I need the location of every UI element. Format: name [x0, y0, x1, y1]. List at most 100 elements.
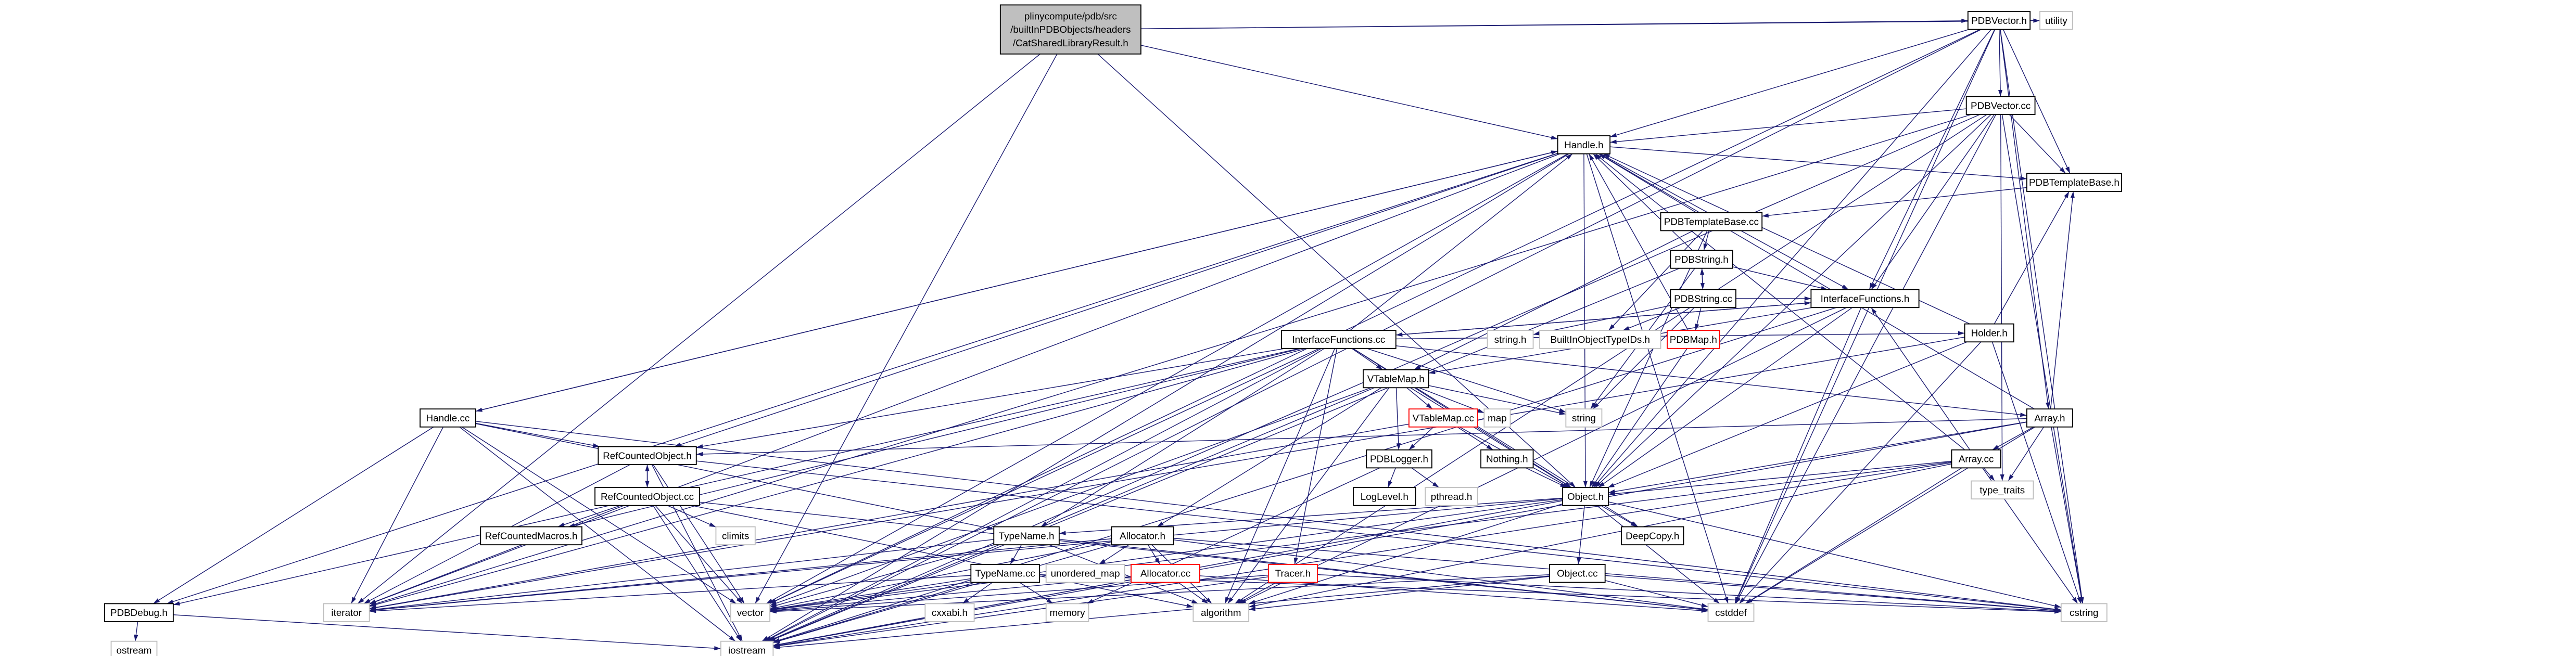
node-label: cxxabi.h	[932, 607, 968, 618]
node-label: utility	[2045, 15, 2067, 26]
node-allocator-h[interactable]: Allocator.h	[1111, 526, 1174, 546]
node-object-h[interactable]: Object.h	[1562, 487, 1609, 506]
node-box	[1487, 330, 1534, 349]
node-refcountedobject-h[interactable]: RefCountedObject.h	[598, 446, 697, 466]
node-label: PDBString.cc	[1674, 293, 1732, 304]
arrowhead-icon	[369, 599, 376, 604]
node-typename-cc[interactable]: TypeName.cc	[970, 563, 1040, 583]
node-pdbmap-h[interactable]: PDBMap.h	[1667, 330, 1720, 349]
node-label: string.h	[1494, 334, 1527, 345]
node-handle-h[interactable]: Handle.h	[1557, 135, 1611, 155]
arrowhead-icon	[1589, 153, 1594, 161]
edge-InterfaceFunctions_cc-to-Array_h	[1395, 345, 2027, 416]
node-cstring[interactable]: cstring	[2060, 603, 2108, 622]
node-array-cc[interactable]: Array.cc	[1951, 449, 2001, 469]
node-ostream[interactable]: ostream	[110, 640, 158, 656]
node-cstddef[interactable]: cstddef	[1707, 603, 1755, 622]
node-memory[interactable]: memory	[1045, 603, 1089, 622]
node-string-h[interactable]: string.h	[1487, 330, 1534, 349]
node-label: Array.cc	[1959, 454, 1994, 465]
node-nothing-h[interactable]: Nothing.h	[1480, 449, 1534, 469]
node-climits[interactable]: climits	[715, 526, 756, 546]
node-pthread-h[interactable]: pthread.h	[1425, 487, 1478, 506]
node-deepcopy-h[interactable]: DeepCopy.h	[1621, 526, 1684, 546]
edge-PDBString_cc-to-string_h	[1533, 305, 1671, 335]
node-interfacefunctions-h[interactable]: InterfaceFunctions.h	[1810, 289, 1920, 308]
node-label: LogLevel.h	[1361, 491, 1408, 502]
node-holder-h[interactable]: Holder.h	[1964, 323, 2014, 343]
node-refcountedobject-cc[interactable]: RefCountedObject.cc	[594, 487, 700, 506]
arrowhead-icon	[1608, 324, 1615, 331]
arrowhead-icon	[735, 634, 741, 641]
node-vector[interactable]: vector	[730, 603, 770, 622]
node-array-h[interactable]: Array.h	[2026, 408, 2073, 428]
node-allocator-cc[interactable]: Allocator.cc	[1131, 563, 1200, 583]
node-box	[1971, 480, 2034, 500]
edge-Array_cc-to-Object_h	[1608, 460, 1952, 495]
arrowhead-icon	[358, 598, 364, 604]
edge-PDBTemplateBase_cc-to-Object_h	[1589, 230, 1708, 488]
edge-PDBTemplateBase_cc-to-Handle_h	[1598, 153, 1697, 213]
node-typename-h[interactable]: TypeName.h	[993, 526, 1060, 546]
edge-VTableMap_cc-to-Nothing_h	[1457, 427, 1493, 451]
edge-RefCountedObject_cc-to-RefCountedMacros_h	[557, 505, 621, 528]
node-unordered-map[interactable]: unordered_map	[1045, 563, 1125, 583]
node-label: iostream	[728, 645, 766, 655]
node-label: string	[1572, 413, 1596, 423]
arrowhead-icon	[773, 639, 780, 643]
node-pdbstring-cc[interactable]: PDBString.cc	[1670, 289, 1736, 308]
node-refcountedmacros-h[interactable]: RefCountedMacros.h	[480, 526, 582, 546]
node-iostream[interactable]: iostream	[720, 640, 774, 656]
node-algorithm[interactable]: algorithm	[1192, 603, 1250, 622]
node-vtablemap-h[interactable]: VTableMap.h	[1363, 369, 1429, 389]
arrowhead-icon	[2054, 603, 2061, 608]
node-object-cc[interactable]: Object.cc	[1549, 563, 1606, 583]
node-string[interactable]: string	[1565, 408, 1603, 428]
node-cxxabi-h[interactable]: cxxabi.h	[924, 603, 975, 622]
node-utility[interactable]: utility	[2039, 11, 2073, 30]
arrowhead-icon	[1046, 598, 1054, 604]
arrowhead-icon	[770, 608, 777, 613]
node-pdbtemplatebase-cc[interactable]: PDBTemplateBase.cc	[1660, 212, 1763, 231]
node-tracer-h[interactable]: Tracer.h	[1267, 563, 1318, 583]
edge-PDBVector_cc-to-type_traits	[2000, 114, 2003, 481]
edge-PDBString_h-to-InterfaceFunctions_h	[1732, 266, 1828, 290]
arrowhead-icon	[1701, 608, 1708, 613]
node-box	[323, 603, 370, 622]
arrowhead-icon	[1591, 481, 1597, 488]
node-iterator[interactable]: iterator	[323, 603, 370, 622]
edge-Handle_h-to-PDBTemplateBase_h	[1610, 146, 2027, 179]
node-box	[2060, 603, 2108, 622]
arrowhead-icon	[1608, 491, 1615, 496]
node-label: InterfaceFunctions.h	[1821, 293, 1910, 304]
node-pdblogger-h[interactable]: PDBLogger.h	[1366, 449, 1432, 469]
node-label: Handle.h	[1564, 139, 1603, 150]
node-handle-cc[interactable]: Handle.cc	[420, 408, 476, 428]
node-pdbtemplatebase-h[interactable]: PDBTemplateBase.h	[2026, 173, 2122, 192]
node-interfacefunctions-cc[interactable]: InterfaceFunctions.cc	[1280, 330, 1397, 349]
edge-Object_h-to-cstring	[1608, 501, 2061, 608]
edge-Object_h-to-vector	[769, 499, 1563, 611]
node-loglevel-h[interactable]: LogLevel.h	[1353, 487, 1416, 506]
node-pdbvector-cc[interactable]: PDBVector.cc	[1965, 96, 2036, 115]
node-label: unordered_map	[1051, 568, 1120, 580]
node-map[interactable]: map	[1483, 408, 1511, 428]
edge-TypeName_h-to-iterator	[369, 539, 994, 611]
node-root[interactable]: plinycompute/pdb/src/builtInPDBObjects/h…	[999, 4, 1141, 55]
node-builtinobjecttypeids-h[interactable]: BuiltInObjectTypeIDs.h	[1539, 330, 1661, 349]
edge-PDBMap_h-to-Object_h	[1591, 348, 1687, 488]
node-box	[1964, 323, 2014, 343]
node-box	[2039, 11, 2073, 30]
node-pdbvector-h[interactable]: PDBVector.h	[1967, 11, 2031, 30]
edge-Handle_cc-to-TypeName_h	[475, 423, 994, 530]
node-label: BuiltInObjectTypeIDs.h	[1551, 334, 1651, 345]
arrowhead-icon	[1477, 408, 1484, 413]
node-box	[1280, 330, 1397, 349]
edge-InterfaceFunctions_cc-to-RefCountedObject_h	[696, 348, 1286, 448]
node-pdbdebug-h[interactable]: PDBDebug.h	[104, 603, 174, 622]
node-type-traits[interactable]: type_traits	[1971, 480, 2034, 500]
node-pdbstring-h[interactable]: PDBString.h	[1670, 250, 1733, 269]
edge-VTableMap_h-to-Allocator_h	[1157, 387, 1382, 528]
node-label: type_traits	[1979, 484, 2025, 496]
node-vtablemap-cc[interactable]: VTableMap.cc	[1408, 408, 1478, 428]
